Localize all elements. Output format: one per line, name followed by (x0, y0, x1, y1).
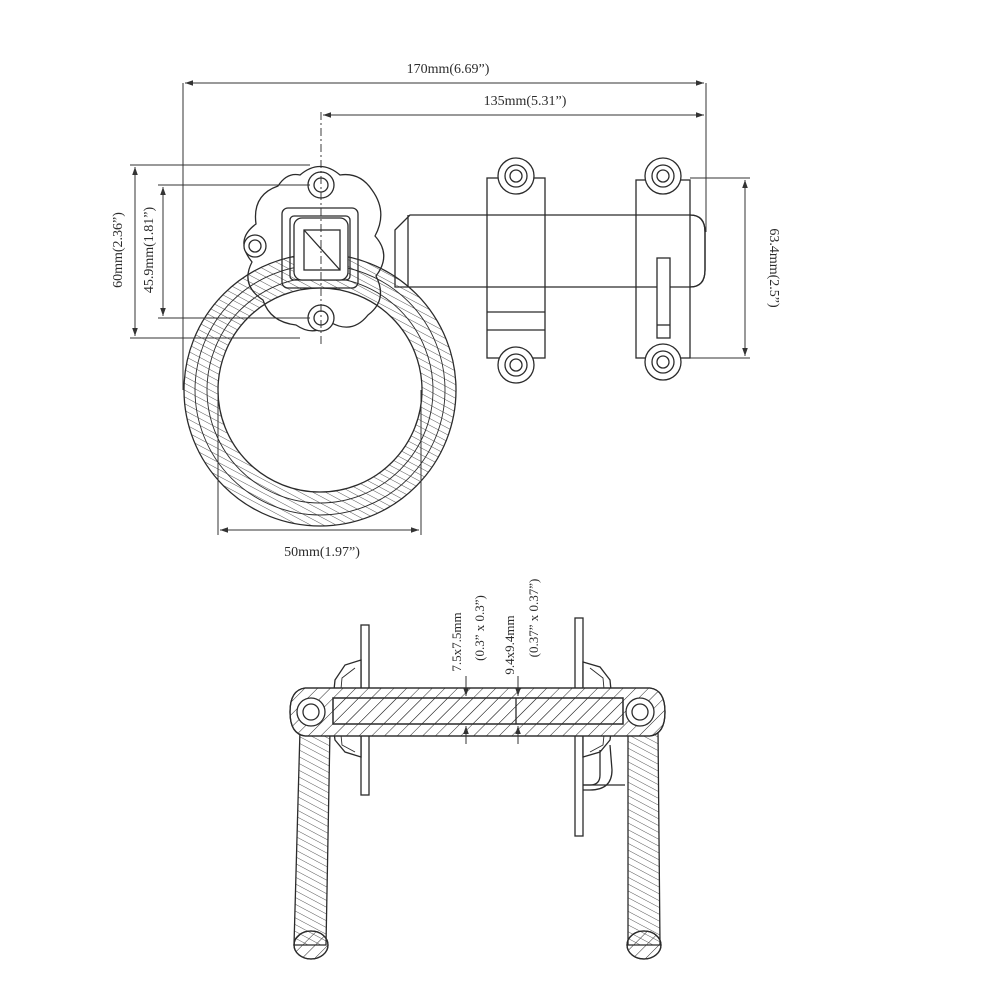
spindle (332, 697, 624, 725)
rose-hole-spacing-label: 45.9mm(1.81”) (142, 207, 157, 294)
dimension-lines-section (463, 676, 521, 744)
dimension-lines-top (130, 80, 750, 535)
latch-section-view (289, 617, 666, 960)
spindle-large-inch-label: (0.37” x 0.37”) (526, 579, 541, 658)
rose-height-label: 60mm(2.36”) (111, 212, 126, 288)
staple-guide (486, 157, 546, 384)
post-to-end-label: 135mm(5.31”) (484, 94, 567, 109)
twisted-ring (183, 253, 457, 527)
latch-top-view (183, 112, 706, 527)
right-handle (626, 729, 662, 960)
spindle-small-inch-label: (0.3” x 0.3”) (472, 595, 487, 661)
spindle-small-label: 7.5x7.5mm (449, 612, 464, 671)
spindle-large-label: 9.4x9.4mm (502, 615, 517, 674)
left-handle (293, 729, 331, 960)
keep-plate (635, 157, 706, 381)
ring-diameter-label: 50mm(1.97”) (284, 545, 360, 560)
ring-collar (293, 217, 349, 281)
overall-length-label: 170mm(6.69”) (407, 62, 490, 77)
keep-height-label: 63.4mm(2.5”) (766, 228, 781, 308)
